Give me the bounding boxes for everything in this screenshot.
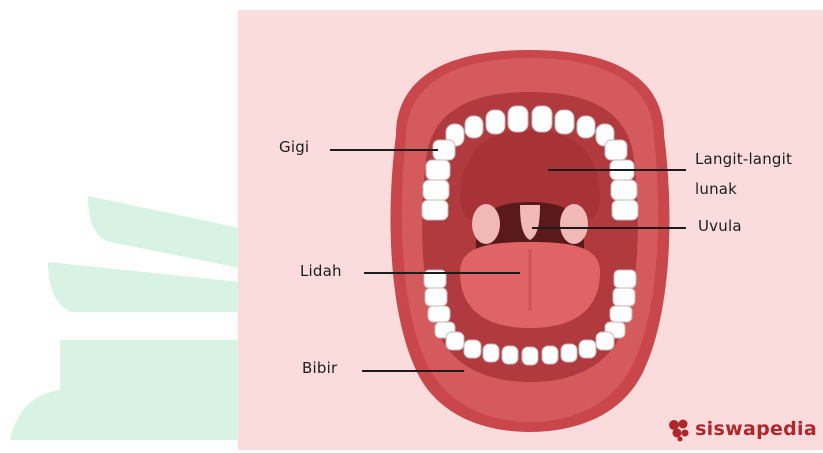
label-soft-palate-line2: lunak: [695, 180, 737, 198]
tooth: [426, 160, 450, 180]
decor-stripe-middle: [48, 262, 240, 312]
tooth: [465, 116, 483, 138]
brand-name: siswapedia: [695, 418, 817, 440]
tooth: [508, 106, 528, 132]
label-soft-palate-line1: Langit-langit: [695, 150, 792, 168]
decor-stripe-top: [88, 196, 240, 268]
tooth: [555, 110, 574, 134]
tooth: [446, 332, 464, 350]
tonsil-right: [560, 204, 588, 244]
tooth: [422, 200, 448, 220]
tooth: [610, 306, 632, 322]
tooth: [579, 340, 596, 358]
tooth: [425, 288, 447, 306]
label-soft-palate: Langit-langit lunak: [695, 144, 820, 204]
label-lips: Bibir: [302, 359, 337, 377]
tooth: [423, 180, 449, 200]
tonsil-left: [472, 204, 500, 244]
tooth: [614, 270, 636, 288]
tooth: [612, 200, 638, 220]
tooth: [464, 340, 481, 358]
tooth: [522, 347, 538, 365]
tooth: [542, 346, 558, 364]
diagram-panel: Gigi Langit-langit lunak Uvula Lidah Bibi…: [238, 10, 823, 450]
tooth: [483, 344, 499, 362]
label-tongue: Lidah: [300, 262, 342, 280]
label-teeth: Gigi: [279, 138, 309, 156]
tooth: [611, 180, 637, 200]
tooth: [428, 306, 450, 322]
tooth: [486, 110, 505, 134]
grape-cluster-logo-icon: [667, 416, 691, 442]
tooth: [561, 344, 577, 362]
tooth: [532, 106, 552, 132]
tooth: [613, 288, 635, 306]
tooth: [502, 346, 518, 364]
label-uvula: Uvula: [698, 217, 742, 235]
tooth: [577, 116, 595, 138]
decor-block-bottom: [10, 340, 240, 440]
tooth: [596, 332, 614, 350]
tooth: [605, 140, 627, 160]
brand-logo: siswapedia: [667, 416, 817, 442]
